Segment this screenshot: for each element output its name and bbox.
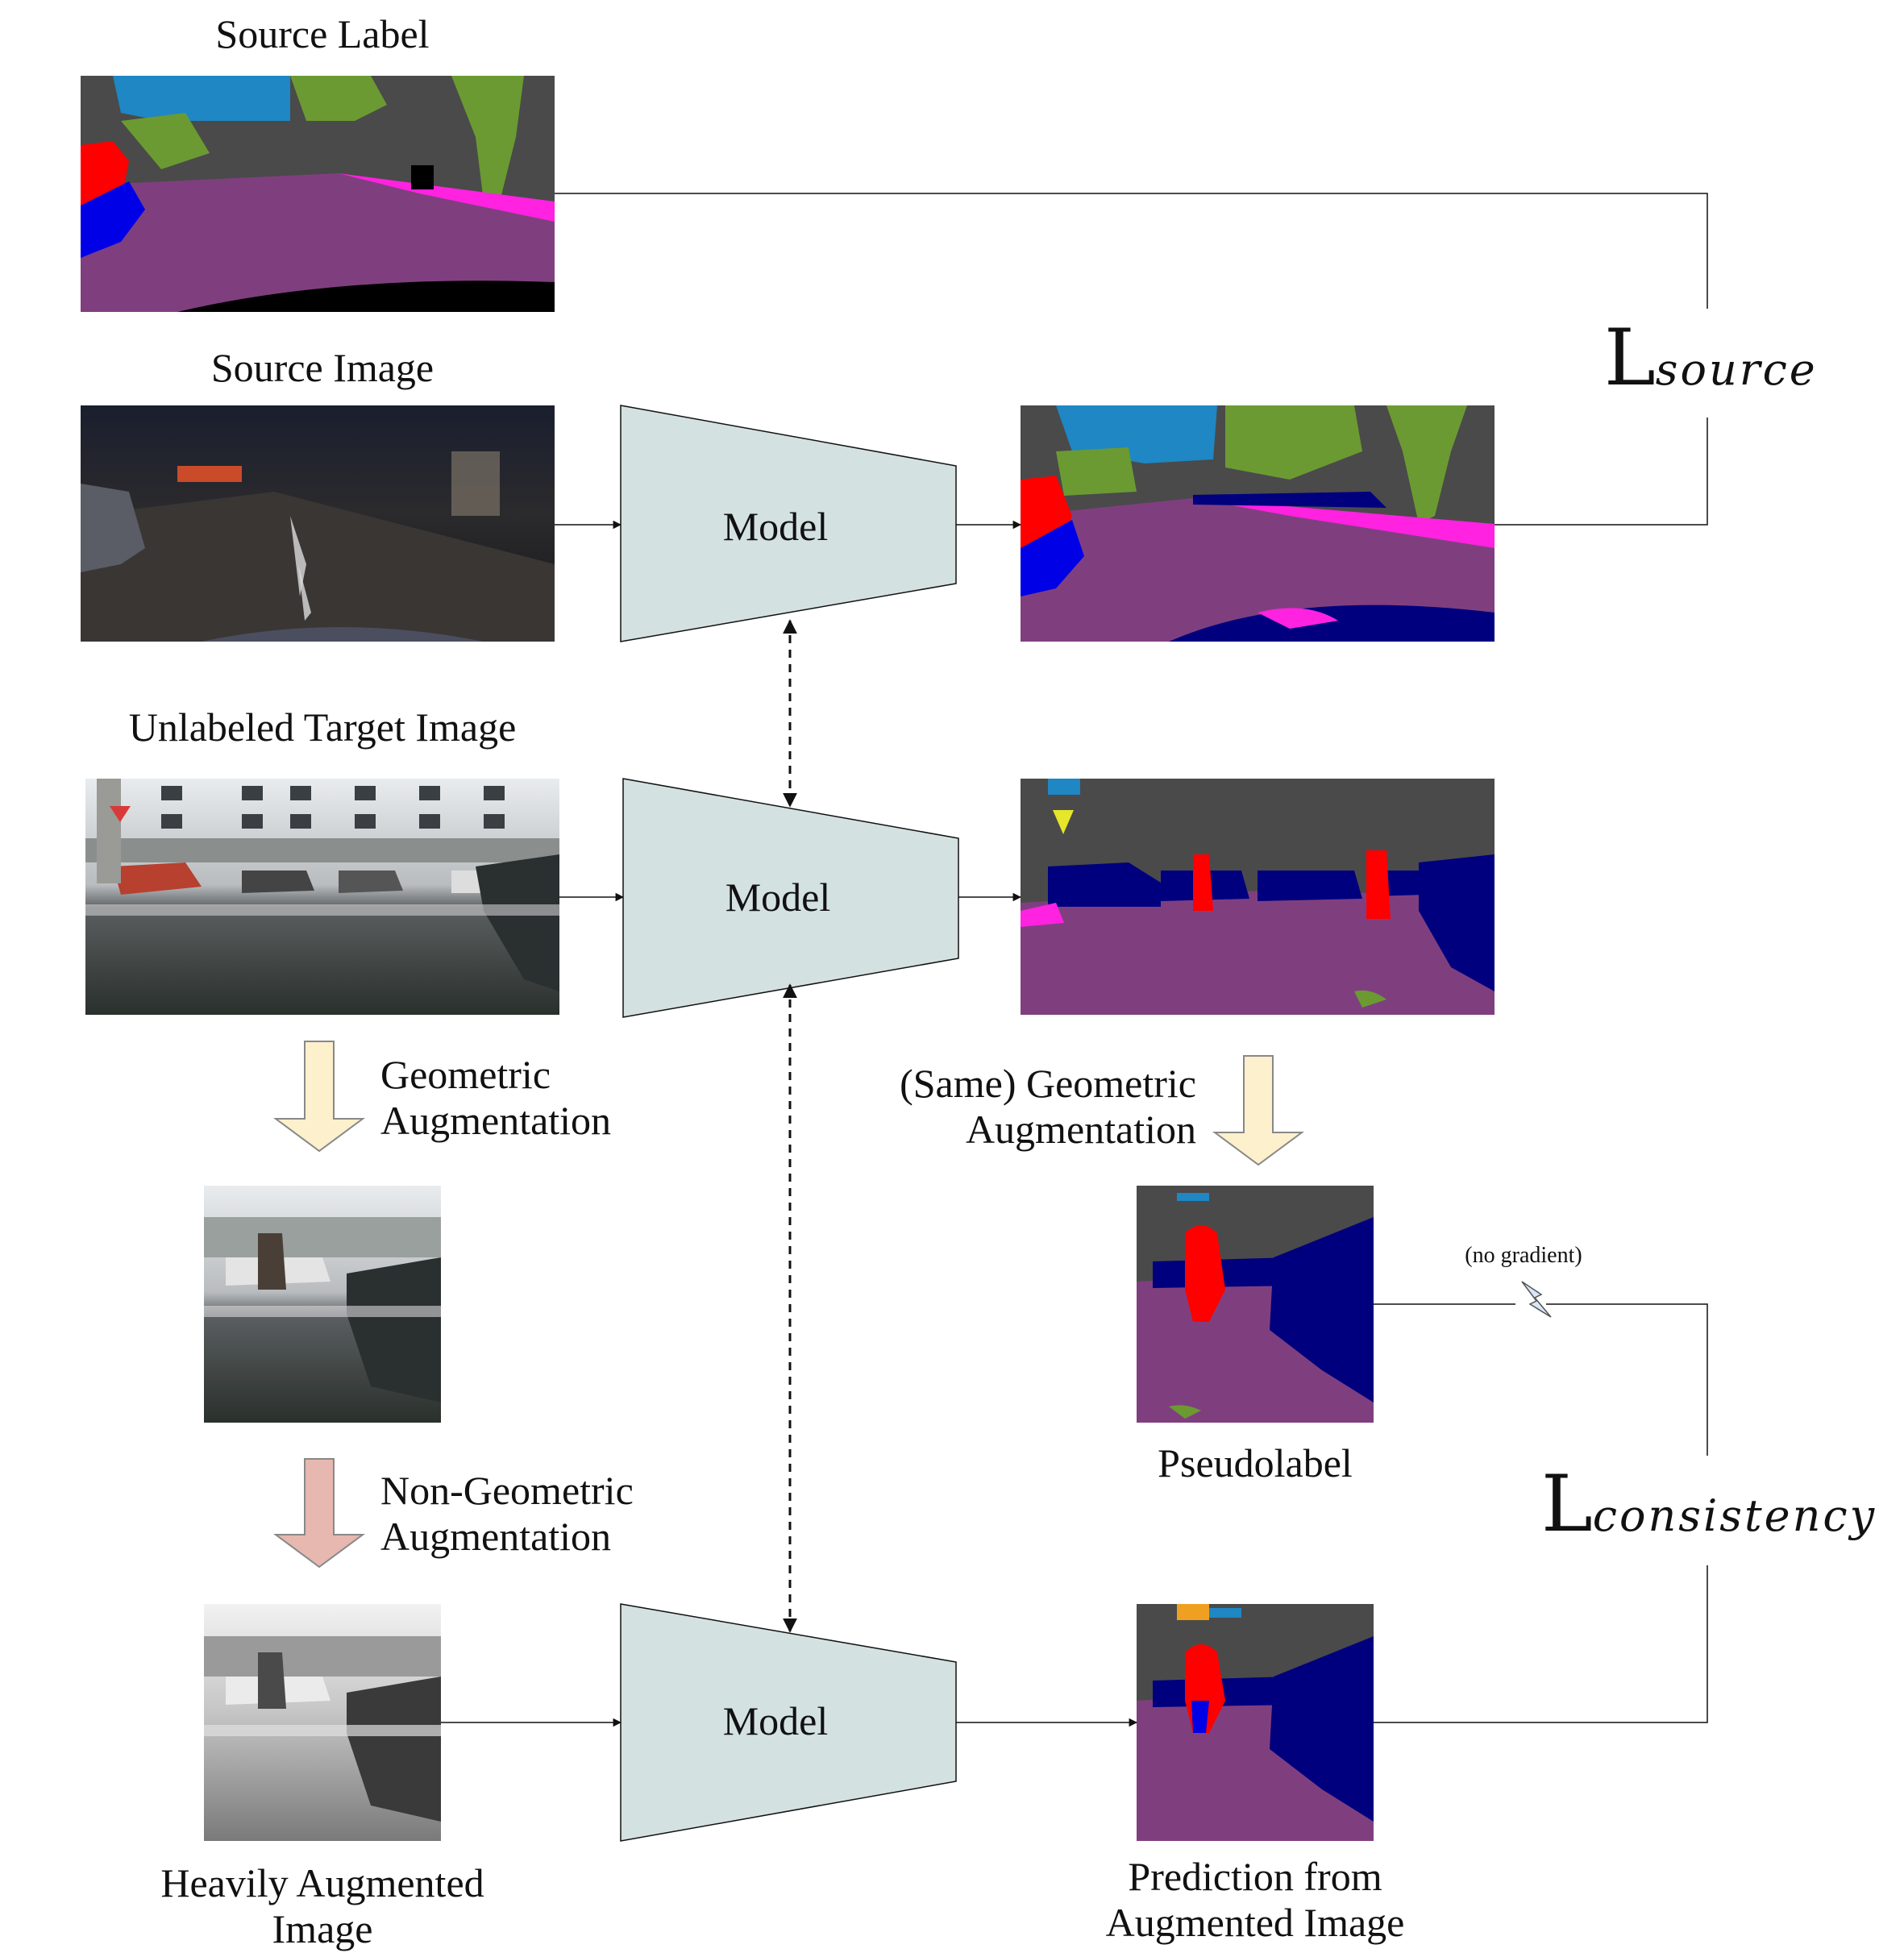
flow-arrows xyxy=(441,520,1138,1727)
model-label: Model xyxy=(725,875,831,920)
lightning-icon xyxy=(1521,1281,1552,1318)
loss-source-symbol: L xyxy=(1604,313,1656,403)
source-prediction-image xyxy=(1021,405,1495,642)
geometric-augmentation-arrow xyxy=(272,1041,366,1153)
loss-consistency: Lconsistency xyxy=(1541,1459,1877,1549)
model-block-target: Model xyxy=(622,778,959,1018)
nongeo-aug-label-line1: Non-Geometric xyxy=(380,1468,634,1513)
loss-connectors xyxy=(555,193,1708,1723)
source-label-title: Source Label xyxy=(215,11,430,56)
unlabeled-target-image xyxy=(85,779,559,1015)
model-block-source: Model xyxy=(620,405,957,642)
geo-aug-label-line2: Augmentation xyxy=(380,1098,612,1143)
target-prediction-image xyxy=(1021,779,1495,1015)
model-label: Model xyxy=(723,504,829,549)
pseudolabel-image xyxy=(1137,1186,1374,1423)
nongeo-aug-label-line2: Augmentation xyxy=(380,1514,612,1559)
loss-source-subscript: source xyxy=(1655,344,1818,395)
source-image-title: Source Image xyxy=(210,345,434,390)
loss-source: Lsource xyxy=(1604,313,1818,403)
heavily-augmented-image xyxy=(204,1604,441,1841)
source-label-image xyxy=(81,76,555,312)
non-geometric-augmentation-arrow xyxy=(272,1458,366,1569)
prediction-title-line1: Prediction from xyxy=(1128,1854,1382,1899)
augmented-prediction-image xyxy=(1137,1604,1374,1841)
loss-consistency-subscript: consistency xyxy=(1592,1490,1877,1541)
same-geo-label-line2: Augmentation xyxy=(965,1107,1196,1152)
unlabeled-target-title: Unlabeled Target Image xyxy=(128,704,517,750)
model-label: Model xyxy=(723,1698,829,1743)
same-geo-label-line1: (Same) Geometric xyxy=(900,1061,1196,1106)
loss-consistency-symbol: L xyxy=(1541,1459,1593,1549)
source-image xyxy=(81,405,555,642)
model-block-augmented: Model xyxy=(620,1603,957,1842)
heavily-augmented-title-line1: Heavily Augmented xyxy=(160,1860,484,1905)
geo-aug-label-line1: Geometric xyxy=(380,1052,551,1097)
heavily-augmented-title-line2: Image xyxy=(272,1906,373,1951)
no-gradient-label: (no gradient) xyxy=(1465,1243,1582,1268)
pseudolabel-title: Pseudolabel xyxy=(1158,1440,1353,1486)
geo-augmented-image xyxy=(204,1186,441,1423)
prediction-title-line2: Augmented Image xyxy=(1105,1900,1405,1945)
same-geometric-augmentation-arrow xyxy=(1212,1055,1305,1166)
